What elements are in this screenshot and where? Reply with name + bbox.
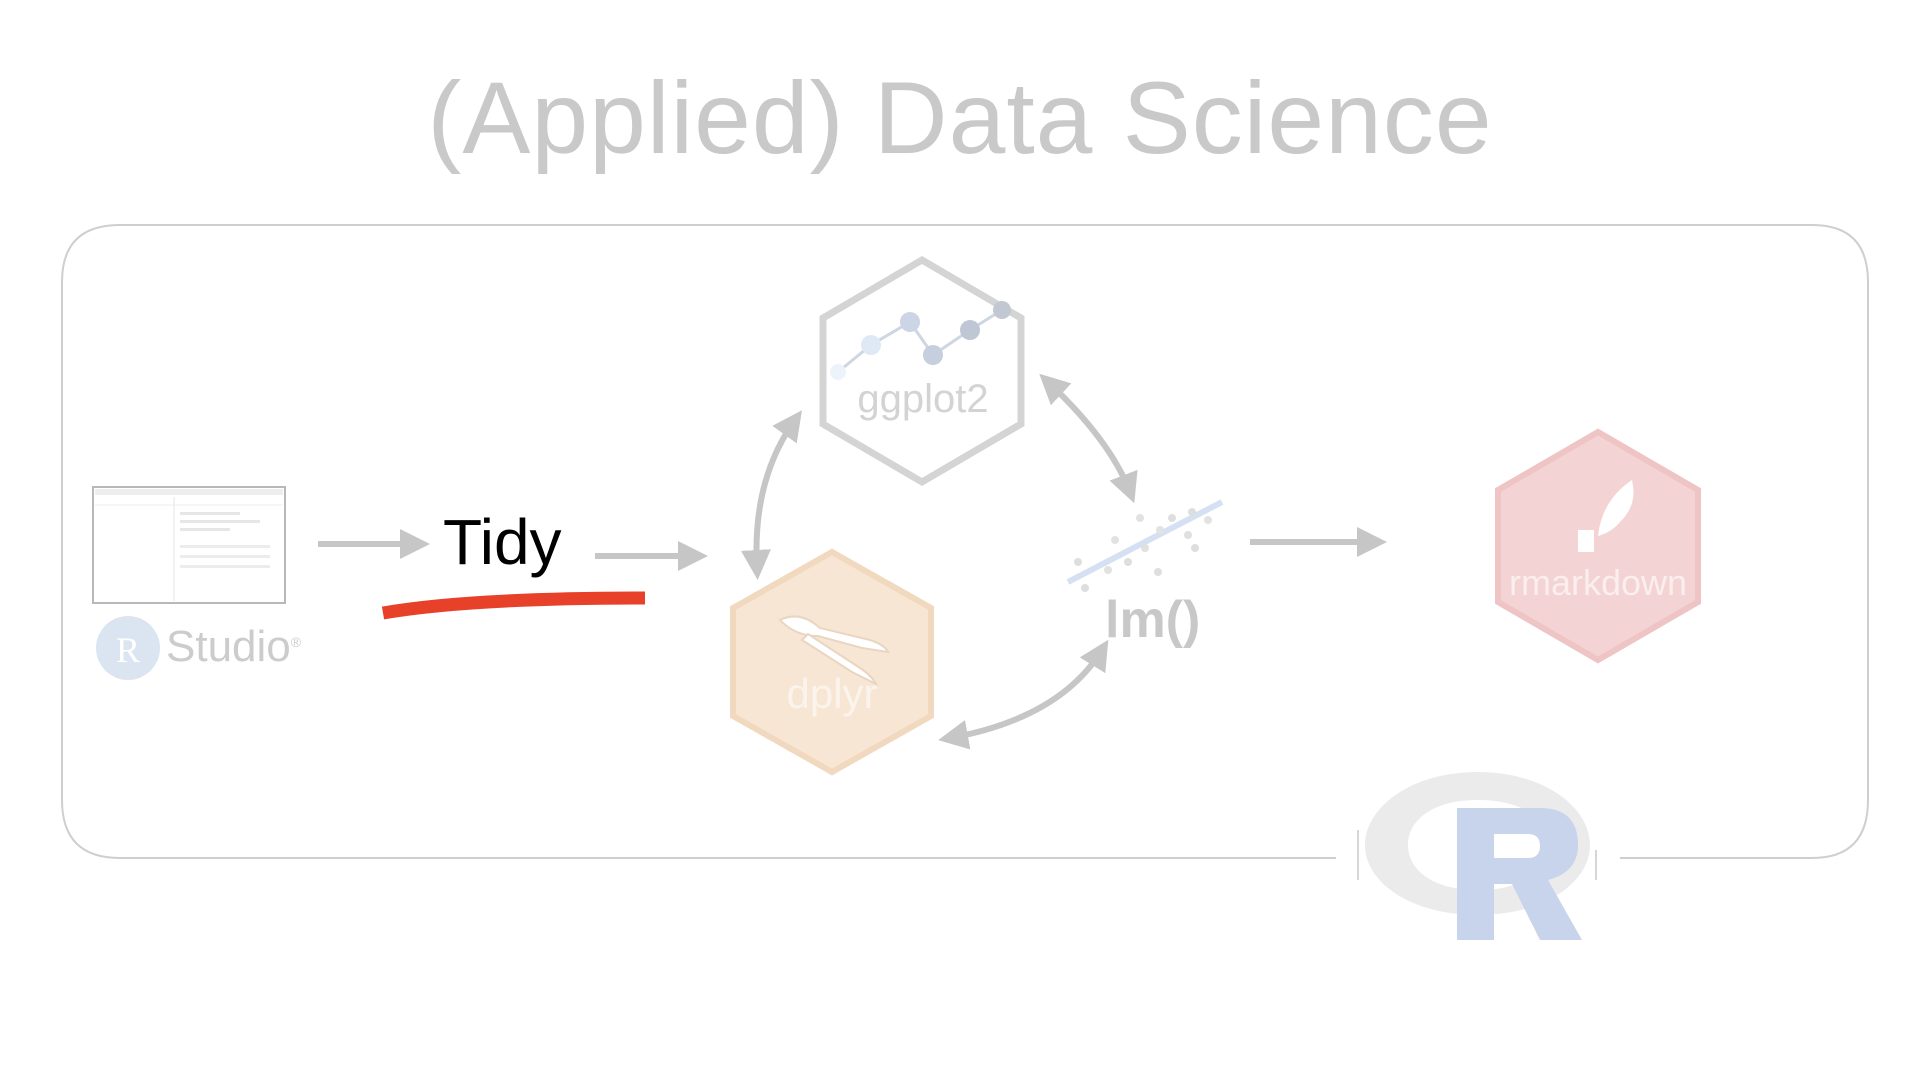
lm-label: lm() [1105,591,1201,649]
arrow-lm-dplyr [938,639,1109,750]
slide-title: (Applied) Data Science [427,61,1493,175]
dplyr-hex-icon [730,548,934,776]
tidy-label: Tidy [443,506,562,578]
rmarkdown-label: rmarkdown [1508,562,1688,603]
dplyr-label: dplyr [786,670,878,717]
rstudio-screenshot-thumbnail [92,486,286,604]
tidy-underline [381,591,646,620]
workflow-frame [61,224,1869,859]
r-logo-icon [1357,772,1597,940]
rstudio-logo-icon [96,616,160,680]
lm-scatter-icon [1066,499,1224,592]
arrow-ggplot2-lm [1039,373,1138,504]
rstudio-registered-mark: ® [290,634,302,650]
svg-text:R: R [116,630,140,670]
rmarkdown-hex-icon [1495,428,1701,664]
arrow-dplyr-ggplot2 [741,410,802,580]
rstudio-label: Studio® [166,622,301,672]
ggplot2-hex-icon [819,255,1025,487]
ggplot2-label: ggplot2 [857,377,989,421]
rstudio-label-text: Studio [166,622,291,671]
